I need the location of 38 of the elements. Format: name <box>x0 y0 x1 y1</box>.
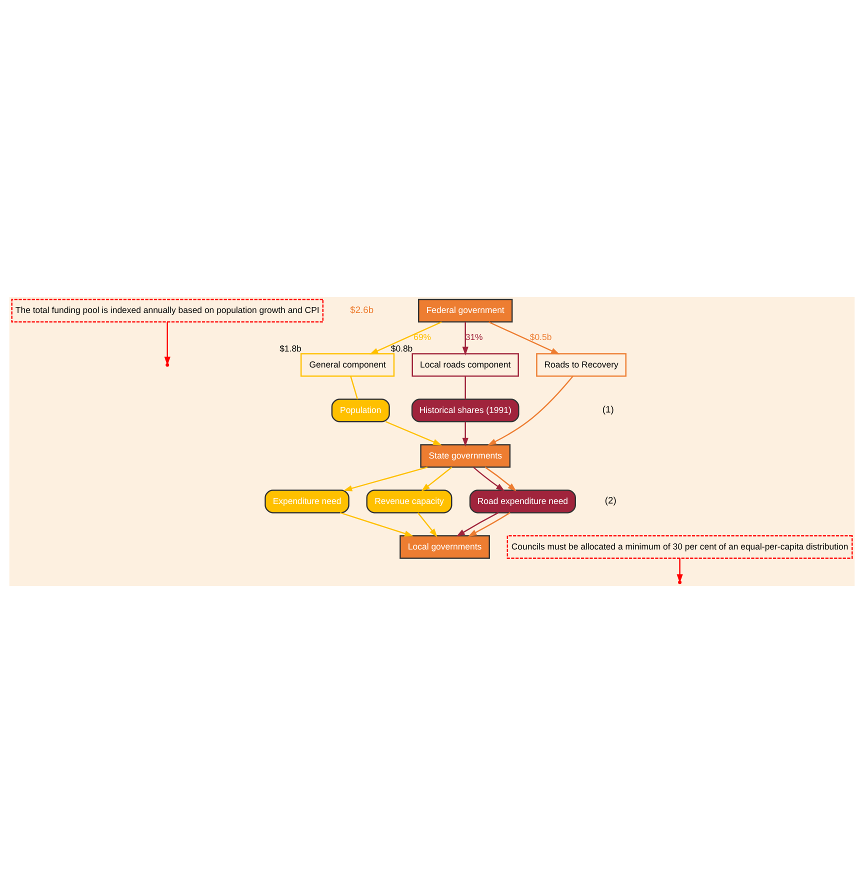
arrow <box>473 466 505 491</box>
arrow <box>456 512 499 536</box>
arrow <box>488 375 574 445</box>
node-box: Local roads component <box>412 352 519 376</box>
node-label: $0.8b <box>390 342 413 353</box>
arrow <box>340 512 414 536</box>
node-box: Revenue capacity <box>366 489 452 513</box>
connector <box>350 376 358 399</box>
arrow <box>164 322 170 366</box>
arrow <box>462 322 468 355</box>
arrow <box>488 321 560 354</box>
node-box: General component <box>300 352 395 376</box>
node-box: Local governments <box>400 534 490 558</box>
label: (2) <box>604 495 616 506</box>
arrow <box>676 558 683 583</box>
node-label: $1.8b <box>280 342 302 353</box>
arrow <box>462 421 468 446</box>
arrow <box>343 466 428 491</box>
edge-label: 69% <box>414 332 432 342</box>
node-box: Historical shares (1991) <box>411 398 520 422</box>
arrow <box>369 321 442 354</box>
arrow <box>385 420 442 445</box>
arrow <box>468 512 510 536</box>
arrow <box>417 512 438 537</box>
node-box: Road expenditure need <box>469 489 576 513</box>
node-box: State governments <box>420 444 511 468</box>
connector <box>464 376 466 399</box>
label: $2.6b <box>350 304 374 314</box>
node-box: Population <box>331 398 390 422</box>
node-box: Federal government <box>418 298 513 322</box>
node-box: Councils must be allocated a minimum of 30 per cent of an equal-per-capita distribution <box>506 534 853 558</box>
node-box: Expenditure need <box>264 489 350 513</box>
edge-label: $0.5b <box>530 332 552 342</box>
arrow <box>421 466 452 491</box>
arrow <box>484 466 516 491</box>
node-box: The total funding pool is indexed annually based on population growth and CPI <box>11 298 324 322</box>
node-box: Roads to Recovery <box>536 352 626 376</box>
label: (1) <box>602 404 614 414</box>
